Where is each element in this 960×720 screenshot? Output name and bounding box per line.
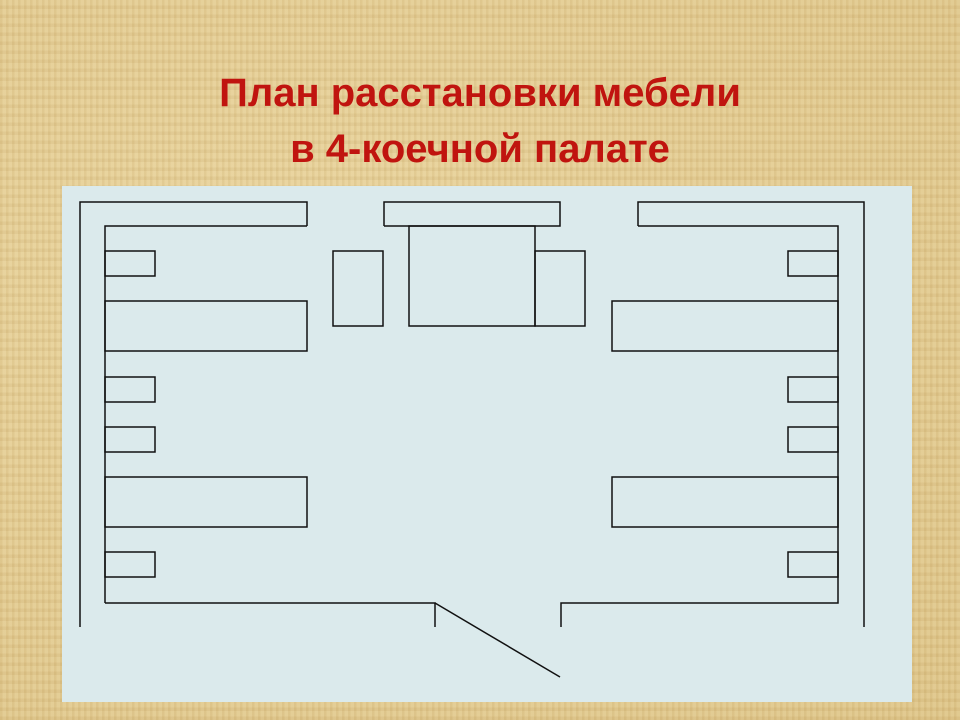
nightstand-left-3 — [104, 426, 156, 453]
nightstand-right-1 — [787, 250, 839, 277]
slide-title: План расстановки мебели в 4-коечной пала… — [0, 65, 960, 177]
nightstand-right-4 — [787, 551, 839, 578]
nightstand-left-2 — [104, 376, 156, 403]
table-center — [408, 225, 536, 327]
floor-plan-drawing — [79, 201, 865, 678]
outer-wall-right — [637, 201, 865, 627]
nightstand-left-4 — [104, 551, 156, 578]
door-leaf — [434, 602, 561, 678]
floor-plan — [62, 186, 912, 702]
nightstand-right-3 — [787, 426, 839, 453]
cabinet-left — [332, 250, 384, 327]
bed-left-2 — [104, 476, 308, 528]
bed-right-2 — [611, 476, 839, 528]
outer-wall-left — [79, 201, 308, 627]
bed-left-1 — [104, 300, 308, 352]
inner-wall — [104, 225, 839, 627]
top-bar-center — [383, 201, 561, 227]
cabinet-right — [534, 250, 586, 327]
title-line-2: в 4-коечной палате — [290, 126, 670, 171]
nightstand-right-2 — [787, 376, 839, 403]
bed-right-1 — [611, 300, 839, 352]
nightstand-left-1 — [104, 250, 156, 277]
title-line-1: План расстановки мебели — [219, 70, 741, 115]
